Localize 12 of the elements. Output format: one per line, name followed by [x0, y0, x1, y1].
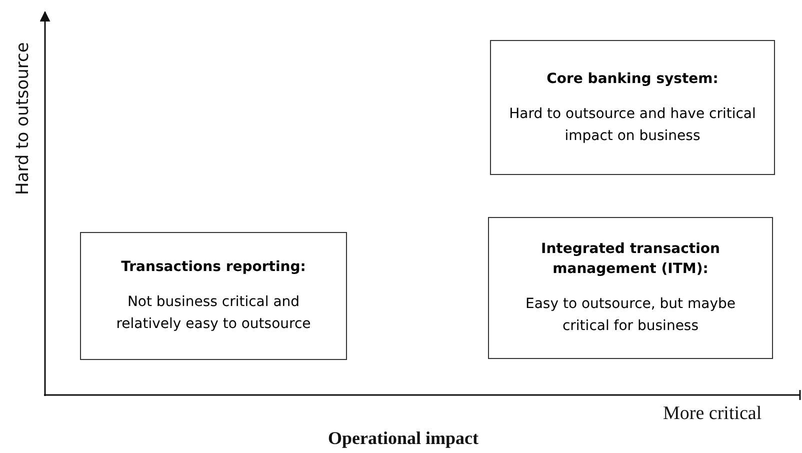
box-heading: Core banking system: — [546, 70, 718, 88]
x-axis-end-label: More critical — [663, 403, 762, 425]
box-description: Hard to outsource and have critical impact on business — [509, 104, 756, 146]
box-heading: Transactions reporting: — [121, 258, 306, 277]
box-description: Not business critical and relatively easy to outsource — [115, 293, 312, 334]
x-axis-title: Operational impact — [328, 428, 478, 449]
quadrant-box — [80, 232, 347, 360]
y-axis-label: Hard to outsource — [13, 45, 33, 195]
quadrant-box — [488, 217, 773, 359]
box-description: Easy to outsource, but maybe critical for business — [524, 295, 736, 336]
quadrant-box — [490, 40, 775, 175]
box-heading: Integrated transaction management (ITM): — [540, 240, 721, 279]
